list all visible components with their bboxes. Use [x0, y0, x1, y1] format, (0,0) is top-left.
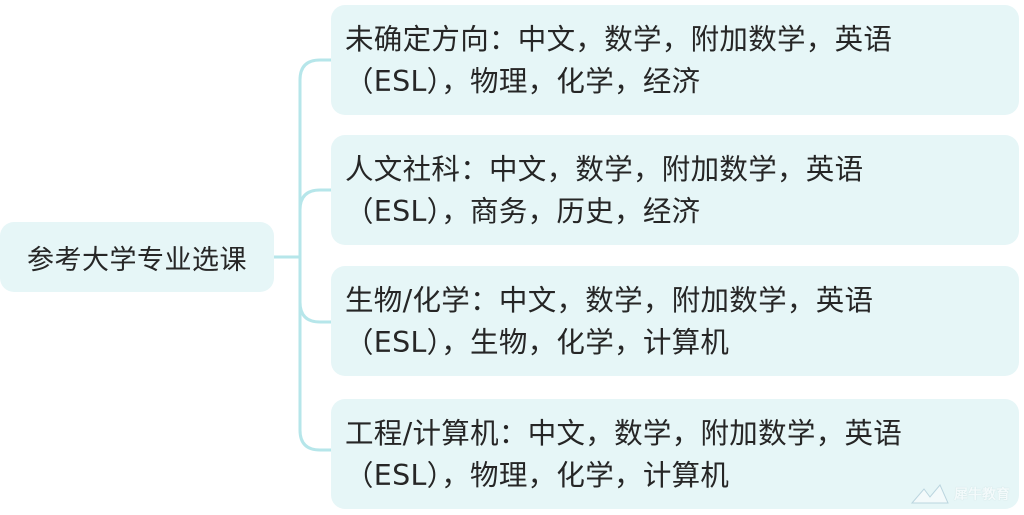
branch-text-line: 工程/计算机：中文，数学，附加数学，英语 — [345, 417, 903, 450]
connector-trunk — [298, 58, 321, 452]
branch-node-undecided: 未确定方向：中文，数学，附加数学，英语 （ESL），物理，化学，经济 — [331, 5, 1019, 115]
branch-node-biology-chemistry: 生物/化学：中文，数学，附加数学，英语 （ESL），生物，化学，计算机 — [331, 266, 1019, 376]
branch-text-line: （ESL），物理，化学，经济 — [345, 65, 701, 98]
root-label: 参考大学专业选课 — [27, 244, 247, 276]
branch-text-line: （ESL），物理，化学，计算机 — [345, 459, 730, 492]
branch-text-line: 人文社科：中文，数学，附加数学，英语 — [345, 153, 864, 186]
rhino-logo-icon — [910, 484, 949, 504]
branch-text-line: （ESL），生物，化学，计算机 — [345, 326, 730, 359]
branch-text-line: （ESL），商务，历史，经济 — [345, 195, 701, 228]
watermark-text: 犀牛教育 — [954, 487, 1010, 503]
mindmap-root-node: 参考大学专业选课 — [0, 222, 274, 292]
connector-branch-3 — [298, 301, 331, 324]
branch-node-engineering-computing: 工程/计算机：中文，数学，附加数学，英语 （ESL），物理，化学，计算机 — [331, 399, 1019, 509]
branch-node-humanities: 人文社科：中文，数学，附加数学，英语 （ESL），商务，历史，经济 — [331, 135, 1019, 245]
branch-text-line: 未确定方向：中文，数学，附加数学，英语 — [345, 23, 893, 56]
branch-text-line: 生物/化学：中文，数学，附加数学，英语 — [345, 284, 874, 317]
connector-branch-2 — [298, 188, 331, 211]
watermark-logo: 犀牛教育 — [910, 481, 1010, 507]
